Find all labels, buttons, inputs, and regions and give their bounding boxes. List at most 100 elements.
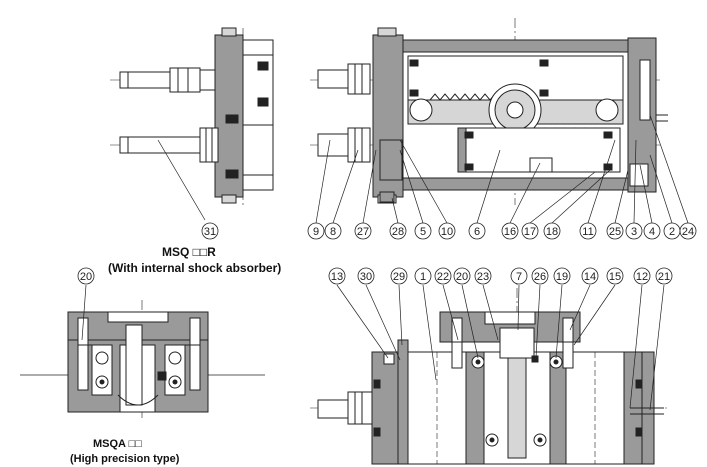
callout-label: 2 <box>669 226 675 238</box>
callout-circle <box>543 222 561 240</box>
callout-label: 23 <box>477 271 489 283</box>
callout-24: 24 <box>679 222 697 240</box>
msq-cross-section <box>310 270 670 465</box>
callout-label: 4 <box>649 226 655 238</box>
callout-label: 24 <box>682 226 694 238</box>
callout-21: 21 <box>655 267 673 285</box>
callout-label: 17 <box>524 226 536 238</box>
callout-label: 31 <box>204 226 216 238</box>
callout-label: 9 <box>313 226 319 238</box>
msq-r-title: MSQ □□R <box>162 245 216 259</box>
msq-r-subtitle: (With internal shock absorber) <box>108 261 282 275</box>
callout-25: 25 <box>606 222 624 240</box>
callout-2: 2 <box>663 222 681 240</box>
callout-label: 18 <box>546 226 558 238</box>
callout-circle <box>521 222 539 240</box>
callout-label: 6 <box>474 226 480 238</box>
msqa-subtitle: (High precision type) <box>70 453 180 465</box>
callout-label: 20 <box>80 271 92 283</box>
callout-6: 6 <box>468 222 486 240</box>
callout-23: 23 <box>474 267 492 285</box>
callout-circle <box>606 222 624 240</box>
callout-label: 16 <box>504 226 516 238</box>
callout-label: 30 <box>360 271 372 283</box>
callout-4: 4 <box>643 222 661 240</box>
callout-26: 26 <box>531 267 549 285</box>
callout-label: 15 <box>609 271 621 283</box>
callout-circle <box>354 222 372 240</box>
callout-label: 14 <box>584 271 596 283</box>
callout-circle <box>643 222 661 240</box>
callout-label: 21 <box>658 271 670 283</box>
callout-circle <box>655 267 673 285</box>
callout-label: 10 <box>441 226 453 238</box>
callout-14: 14 <box>581 267 599 285</box>
msq-r-side-view <box>110 27 274 221</box>
callout-label: 26 <box>534 271 546 283</box>
callout-16: 16 <box>501 222 519 240</box>
callout-label: 25 <box>609 226 621 238</box>
callout-circle <box>77 267 95 285</box>
callout-10: 10 <box>438 222 456 240</box>
callout-label: 28 <box>392 226 404 238</box>
msq-main-section <box>310 18 668 205</box>
callout-18: 18 <box>543 222 561 240</box>
callout-label: 27 <box>357 226 369 238</box>
callout-31: 31 <box>201 222 219 240</box>
callout-circle <box>474 267 492 285</box>
callout-20: 20 <box>77 267 95 285</box>
callout-8: 8 <box>324 222 342 240</box>
callout-label: 29 <box>393 271 405 283</box>
callout-label: 20 <box>456 271 468 283</box>
callout-30: 30 <box>357 267 375 285</box>
callout-5: 5 <box>414 222 432 240</box>
callout-label: 11 <box>582 226 593 238</box>
callout-circle <box>414 267 432 285</box>
callout-circle <box>453 267 471 285</box>
callout-circle <box>357 267 375 285</box>
callout-1: 1 <box>414 267 432 285</box>
callout-11: 11 <box>579 222 597 240</box>
callout-22: 22 <box>434 267 452 285</box>
msqa-title: MSQA □□ <box>93 438 142 450</box>
callout-19: 19 <box>553 267 571 285</box>
msqa-section <box>20 284 265 420</box>
callout-circle <box>531 267 549 285</box>
callout-17: 17 <box>521 222 539 240</box>
callout-circle <box>414 222 432 240</box>
callout-15: 15 <box>606 267 624 285</box>
callout-circle <box>324 222 342 240</box>
callout-label: 12 <box>636 271 648 283</box>
callout-13: 13 <box>328 267 346 285</box>
callout-circle <box>434 267 452 285</box>
callout-circle <box>633 267 651 285</box>
callout-label: 8 <box>330 226 336 238</box>
callout-28: 28 <box>389 222 407 240</box>
callout-label: 13 <box>331 271 343 283</box>
callout-7: 7 <box>510 267 528 285</box>
callout-9: 9 <box>307 222 325 240</box>
callout-circle <box>510 267 528 285</box>
callout-label: 3 <box>631 226 637 238</box>
callout-circle <box>438 222 456 240</box>
bottom-right-leaders <box>336 284 665 411</box>
callout-12: 12 <box>633 267 651 285</box>
callout-circle <box>328 267 346 285</box>
callout-circle <box>625 222 643 240</box>
callout-circle <box>307 222 325 240</box>
callout-3: 3 <box>625 222 643 240</box>
callout-label: 22 <box>437 271 449 283</box>
callout-circle <box>553 267 571 285</box>
callout-circle <box>501 222 519 240</box>
callout-circle <box>581 267 599 285</box>
callout-label: 1 <box>420 271 426 283</box>
top-right-leaders <box>315 114 689 224</box>
callout-circle <box>201 222 219 240</box>
callout-circle <box>579 222 597 240</box>
callout-circle <box>468 222 486 240</box>
callout-circle <box>390 267 408 285</box>
callout-label: 5 <box>420 226 426 238</box>
callout-20: 20 <box>453 267 471 285</box>
